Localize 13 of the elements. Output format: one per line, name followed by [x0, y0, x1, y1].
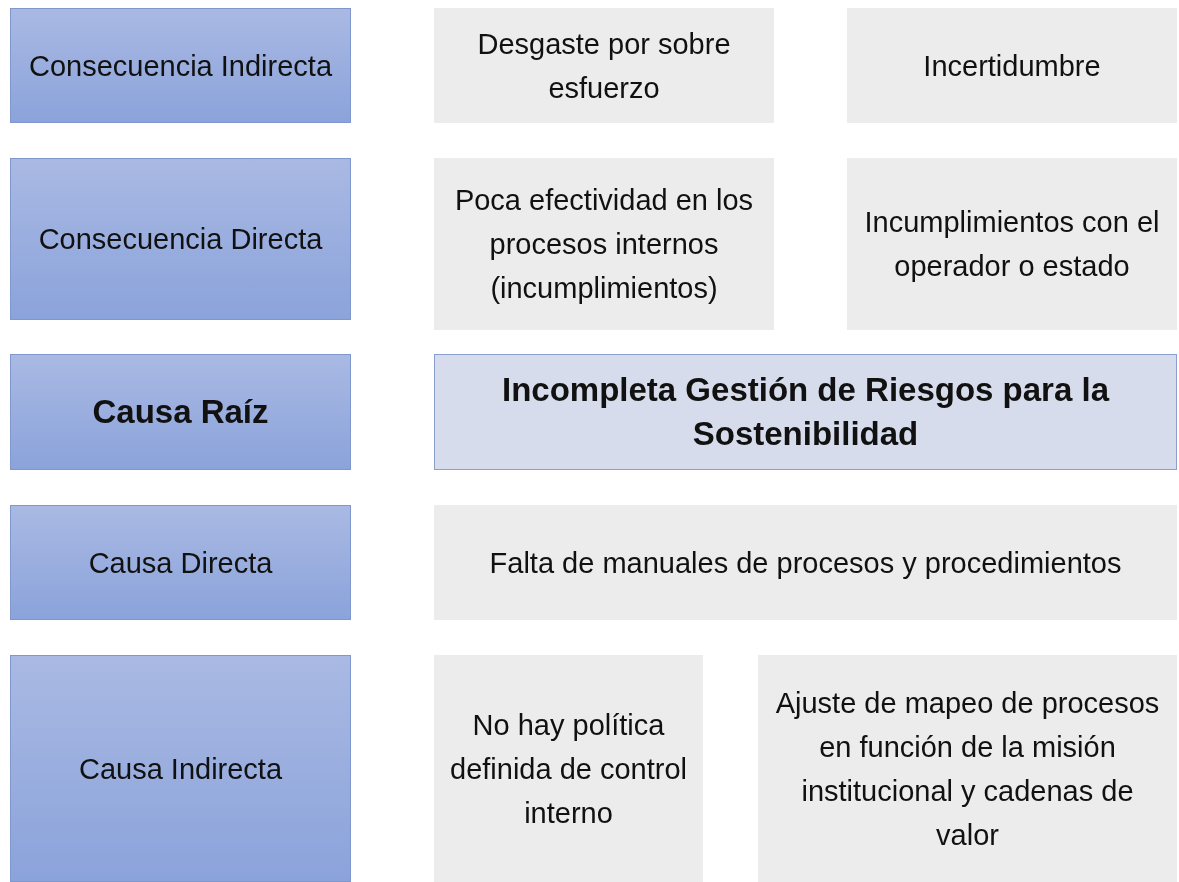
effect-box: Incertidumbre — [847, 8, 1177, 123]
row-heading: Consecuencia Directa — [10, 158, 351, 320]
effect-box: Desgaste por sobre esfuerzo — [434, 8, 774, 123]
cause-box: No hay política definida de control interno — [434, 655, 703, 882]
cause-box: Ajuste de mapeo de procesos en función de la misión institucional y cadenas de valor — [758, 655, 1177, 882]
row-heading: Causa Raíz — [10, 354, 351, 470]
row-heading: Consecuencia Indirecta — [10, 8, 351, 123]
effect-box: Incumplimientos con el operador o estado — [847, 158, 1177, 330]
effect-box: Poca efectividad en los procesos internos (incumplimientos) — [434, 158, 774, 330]
row-heading: Causa Directa — [10, 505, 351, 620]
cause-box: Falta de manuales de procesos y procedimientos — [434, 505, 1177, 620]
row-heading: Causa Indirecta — [10, 655, 351, 882]
root-cause-box: Incompleta Gestión de Riesgos para la Sostenibilidad — [434, 354, 1177, 470]
